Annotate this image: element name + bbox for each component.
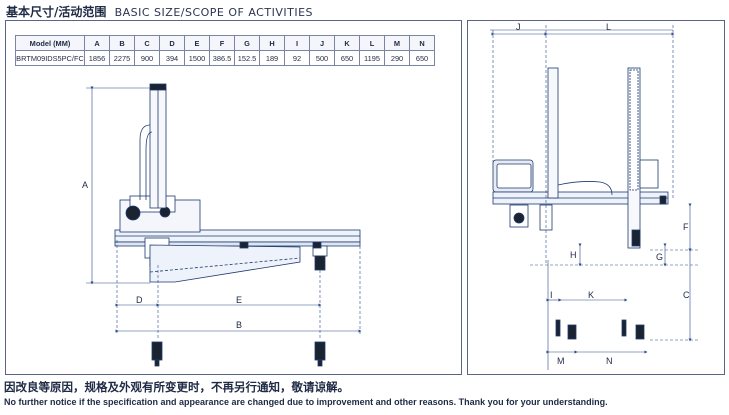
dim-label-i: I <box>550 290 553 300</box>
page-title: 基本尺寸/活动范围 BASIC SIZE/SCOPE OF ACTIVITIES <box>6 3 313 20</box>
gripper-lower-position <box>635 324 645 340</box>
dim-label-d: D <box>136 295 143 305</box>
column-header-g: G <box>234 35 260 51</box>
gripper-lower-position <box>621 319 627 337</box>
sub-arm <box>547 67 559 199</box>
column-header-j: J <box>309 35 335 51</box>
gripper-lower-position <box>314 341 326 367</box>
notice-en: No further notice if the specification a… <box>4 397 608 407</box>
motor-icon <box>125 205 141 221</box>
dim-label-j: J <box>516 22 521 32</box>
right-robot-side-view <box>490 29 673 340</box>
left-robot-front-view <box>114 83 361 367</box>
dim-label-e: E <box>236 295 242 305</box>
motor-icon <box>513 212 525 224</box>
column-header-d: D <box>159 35 185 51</box>
dim-label-g: G <box>656 252 663 262</box>
value-cell: 900 <box>134 50 160 66</box>
left-dimensions <box>86 86 362 340</box>
model-cell: BRTM09IDS5PC/FC <box>15 50 85 66</box>
notice-zh: 因改良等原因，规格及外观有所变更时，不再另行通知，敬请谅解。 <box>4 380 349 394</box>
column-header-c: C <box>134 35 160 51</box>
left-drawing-panel <box>5 20 462 375</box>
value-cell: 650 <box>409 50 435 66</box>
dim-label-l: L <box>606 22 611 32</box>
right-drawing-panel <box>467 20 725 375</box>
gripper-lower-position <box>151 341 163 367</box>
gripper-lower-position <box>567 324 577 340</box>
motor-icon <box>159 206 171 218</box>
dim-label-f: F <box>683 222 689 232</box>
column-header-h: H <box>259 35 285 51</box>
title-zh: 基本尺寸/活动范围 <box>6 5 107 19</box>
dim-label-c: C <box>683 290 690 300</box>
column-header-m: M <box>384 35 410 51</box>
dim-label-k: K <box>588 290 594 300</box>
gripper-lower-position <box>555 319 561 337</box>
title-en: BASIC SIZE/SCOPE OF ACTIVITIES <box>114 6 313 19</box>
mounting-bracket <box>149 244 301 283</box>
dim-label-a: A <box>82 180 88 190</box>
dim-label-m: M <box>557 356 565 366</box>
dim-label-n: N <box>606 356 613 366</box>
right-dimensions <box>491 25 700 370</box>
column-header-n: N <box>409 35 435 51</box>
dim-label-b: B <box>236 320 242 330</box>
column-header-f: F <box>209 35 235 51</box>
dim-label-h: H <box>570 250 577 260</box>
